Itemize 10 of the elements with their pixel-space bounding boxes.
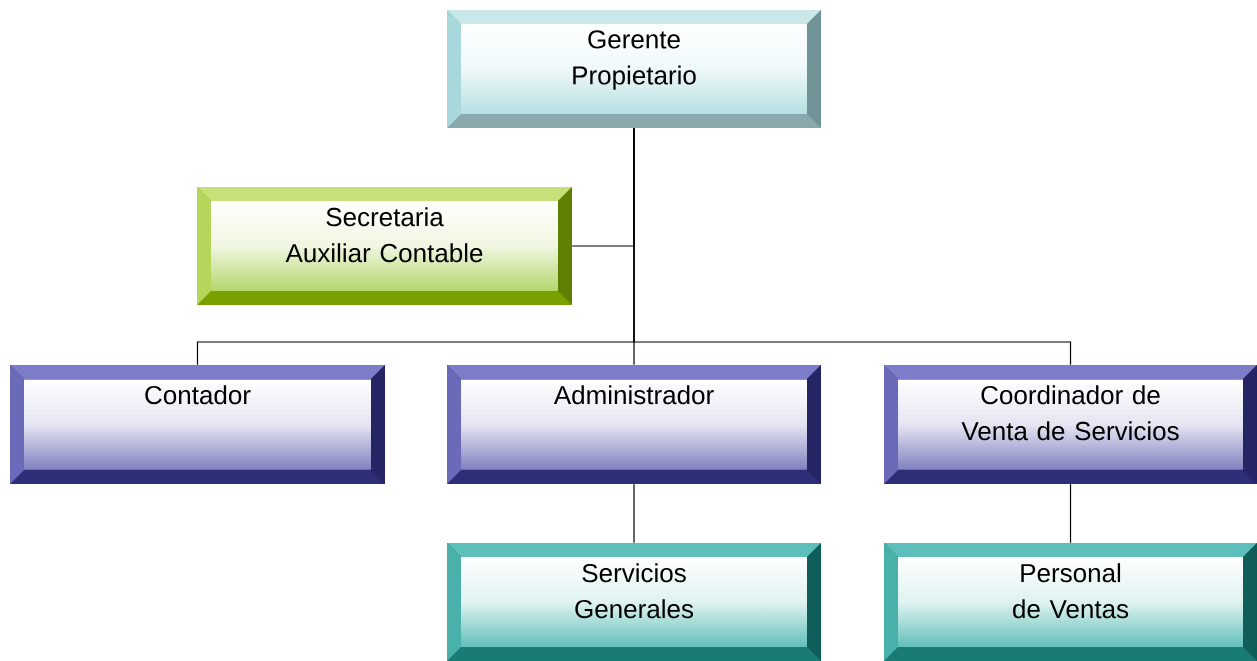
connector-line [633, 127, 1072, 366]
org-box: Contador [10, 365, 385, 484]
org-box: Personal de Ventas [884, 543, 1257, 661]
org-box: Servicios Generales [447, 543, 821, 661]
org-box: Gerente Propietario [447, 10, 821, 128]
connector-line [1069, 483, 1072, 544]
org-box: Coordinador de Venta de Servicios [884, 365, 1257, 484]
connector-line [633, 483, 635, 544]
org-box: Secretaria Auxiliar Contable [197, 187, 572, 305]
org-box: Administrador [447, 365, 821, 484]
